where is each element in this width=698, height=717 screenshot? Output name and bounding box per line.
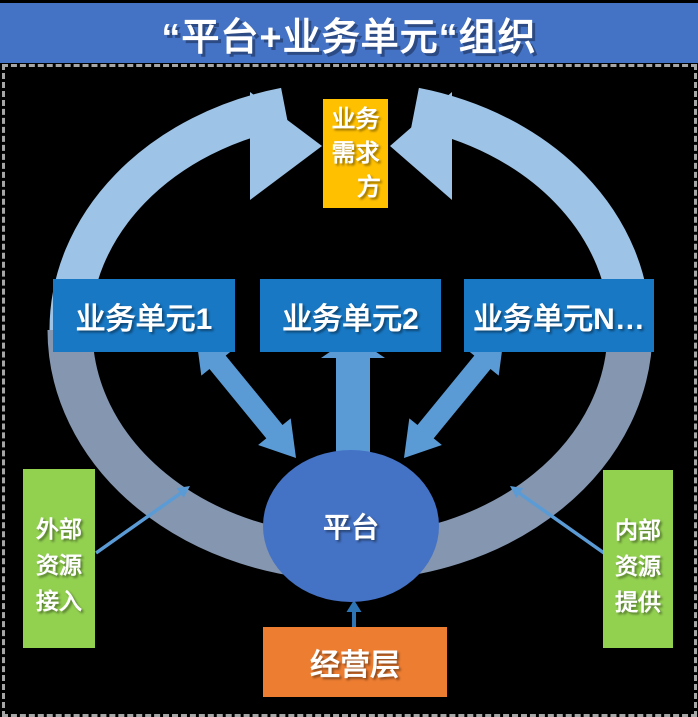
node-business-unit-n: 业务单元N… xyxy=(464,279,654,352)
title-banner: “平台+业务单元“组织 xyxy=(0,3,698,63)
flow-arrowhead-right-icon xyxy=(390,92,452,200)
arrow-internal-to-flow xyxy=(517,491,606,555)
node-business-unit-1: 业务单元1 xyxy=(53,279,235,352)
node-label: 业务单元N… xyxy=(473,302,645,336)
arrow-platform-unit3-double xyxy=(404,336,504,458)
flow-arrowhead-left-icon xyxy=(250,92,322,200)
node-label-line: 接入 xyxy=(36,588,82,614)
node-external-resource: 外部 资源 接入 xyxy=(23,469,95,648)
node-label: 业务单元2 xyxy=(282,302,419,336)
node-label-line: 外部 xyxy=(36,516,82,542)
node-business-demand: 业务 需求 方 xyxy=(323,99,388,208)
node-label-line: 资源 xyxy=(615,553,661,579)
page-title: “平台+业务单元“组织 xyxy=(161,16,537,59)
node-label: 经营层 xyxy=(310,649,400,682)
node-label-line: 方 xyxy=(357,174,381,201)
node-business-unit-2: 业务单元2 xyxy=(260,279,441,352)
node-label: 平台 xyxy=(322,512,379,543)
node-management-layer: 经营层 xyxy=(263,627,447,697)
arrow-external-head-icon xyxy=(176,486,190,498)
node-label: 业务单元1 xyxy=(75,302,213,336)
node-label-line: 资源 xyxy=(36,552,82,578)
arrow-internal-head-icon xyxy=(510,486,524,498)
node-label-line: 提供 xyxy=(615,589,661,615)
node-label-line: 内部 xyxy=(615,517,661,543)
arrow-platform-unit1-double xyxy=(196,336,296,458)
arrow-platform-to-unit2 xyxy=(321,336,385,452)
arrow-external-to-flow xyxy=(94,491,183,555)
node-platform-circle: 平台 xyxy=(263,450,439,602)
node-label-line: 业务 xyxy=(331,106,380,133)
node-internal-resource: 内部 资源 提供 xyxy=(603,470,673,648)
node-label-line: 需求 xyxy=(331,140,380,167)
arrow-management-head-icon xyxy=(346,600,362,612)
